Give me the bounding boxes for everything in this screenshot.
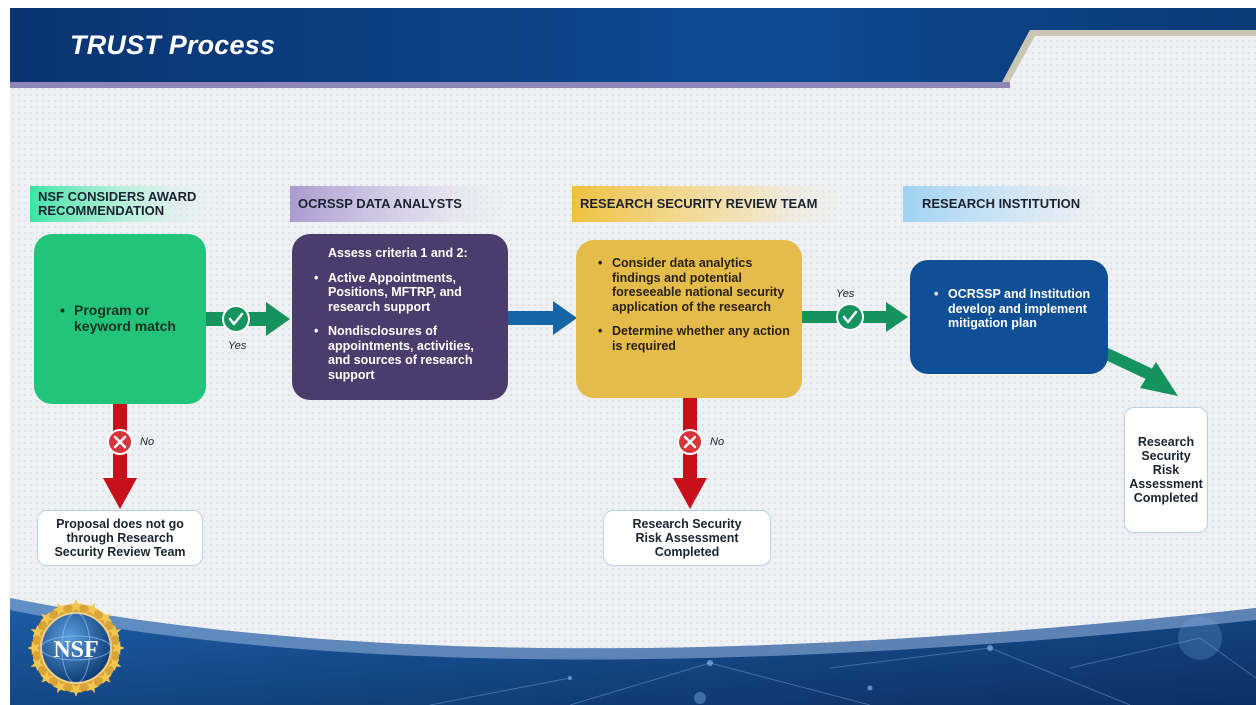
node-consider-findings: Consider data analytics findings and pot… [576,240,802,398]
check-icon [222,305,250,333]
edge-label-yes: Yes [836,288,855,300]
header-ocrssp: OCRSSP DATA ANALYSTS [298,196,462,211]
slide: TRUST Process NSF CONSIDERS AWARD RECOMM… [10,8,1256,705]
node-text: Active Appointments, Positions, MFTRP, a… [314,271,494,315]
node-mitigation-plan: OCRSSP and Institution develop and imple… [910,260,1108,374]
star-icon [86,602,100,616]
star-icon [30,624,44,638]
node-text: Nondisclosures of appointments, activiti… [314,324,494,382]
nsf-logo: NSF [28,600,124,696]
star-icon [86,680,100,694]
outcome-assessment-completed-final: Research Security Risk Assessment Comple… [1124,407,1208,533]
star-icon [98,670,112,684]
node-heading: Assess criteria 1 and 2: [328,246,468,260]
node-text: Determine whether any action is required [598,324,790,353]
arrow-assess-to-consider [507,301,577,335]
node-text: Consider data analytics findings and pot… [598,256,790,314]
header-nsf: NSF CONSIDERS AWARD RECOMMENDATION [38,189,197,218]
x-icon [107,429,133,455]
star-icon [112,641,124,655]
star-icon [30,658,44,672]
star-icon [108,658,122,672]
node-text: Program or keyword match [60,302,196,334]
edge-label-yes: Yes [228,340,247,352]
edge-label-no: No [710,436,725,448]
background-graphics [10,8,1256,705]
outcome-assessment-completed: Research Security Risk Assessment Comple… [603,510,771,566]
node-text: OCRSSP and Institution develop and imple… [934,287,1096,331]
star-icon [28,641,40,655]
star-icon [52,602,66,616]
edge-label-no: No [140,436,155,448]
star-icon [69,600,83,612]
outcome-no-review: Proposal does not go through Research Se… [37,510,203,566]
star-icon [98,612,112,626]
x-icon [677,429,703,455]
star-icon [52,680,66,694]
star-icon [108,624,122,638]
star-icon [40,670,54,684]
arrow-program-to-no-review [103,404,137,509]
node-program-match: Program or keyword match [34,234,206,404]
check-icon [836,303,864,331]
star-icon [69,684,83,696]
logo-text: NSF [53,637,98,663]
node-assess-criteria: Assess criteria 1 and 2: Active Appointm… [292,234,508,400]
page-title: TRUST Process [70,30,276,60]
star-icon [40,612,54,626]
header-review-team: RESEARCH SECURITY REVIEW TEAM [580,196,818,211]
header-institution: RESEARCH INSTITUTION [922,196,1081,211]
